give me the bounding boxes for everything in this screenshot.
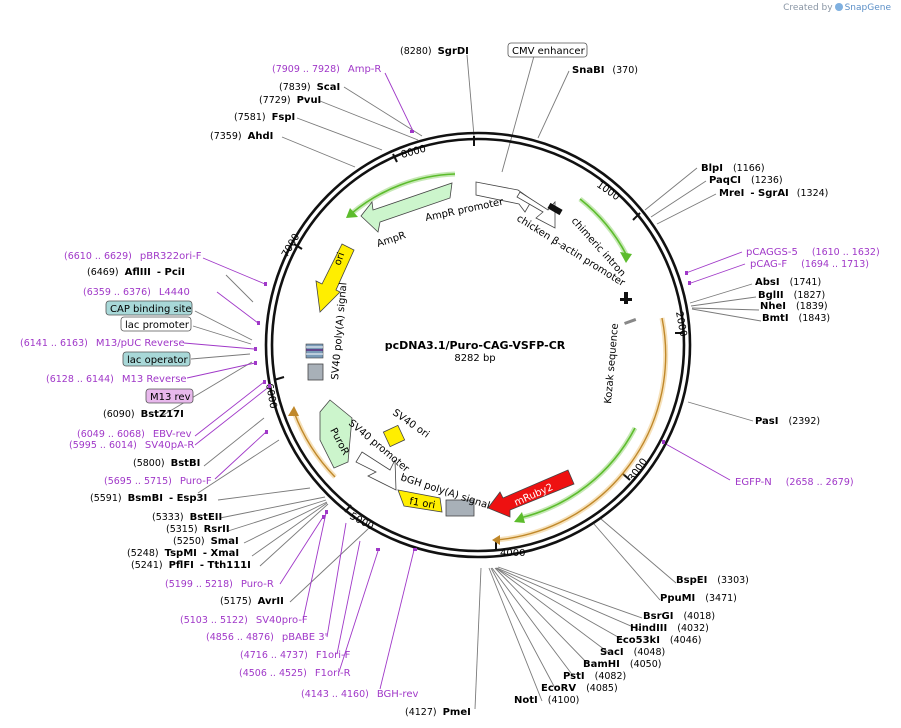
enzyme-saci: SacI(4048)	[600, 647, 665, 658]
boxed-cmv-enhancer: CMV enhancer	[512, 46, 586, 57]
enzyme-hindiii: HindIII(4032)	[630, 623, 709, 634]
primer-puro-f: (5695 .. 5715)Puro-F	[104, 476, 212, 487]
primer-m13-reverse: (6128 .. 6144)M13 Reverse	[46, 374, 187, 385]
primer-pcag-f: pCAG-F(1694 .. 1713)	[750, 259, 869, 270]
label-f1-ori: f1 ori	[408, 496, 436, 511]
enzyme-psti: PstI(4082)	[563, 671, 626, 682]
primer-sv40pro-f: (5103 .. 5122)SV40pro-F	[180, 615, 308, 626]
kozak-marker	[624, 318, 637, 325]
primer-sv40pa-r: (5995 .. 6014)SV40pA-R	[69, 440, 194, 451]
snapgene-logo-icon	[834, 3, 843, 11]
credit-prefix: Created by	[783, 3, 833, 13]
outer-arc-heads	[288, 208, 632, 545]
enzyme-rsrii: (5315)RsrII	[166, 524, 230, 535]
sv40-ori-box	[382, 424, 406, 448]
primer-ebv-rev: (6049 .. 6068)EBV-rev	[77, 429, 192, 440]
boxed-lac-promoter: lac promoter	[125, 320, 190, 331]
puror-arrow	[319, 399, 353, 469]
enzyme-scai: (7839)ScaI	[279, 82, 340, 93]
tick-4000: 4000	[500, 548, 525, 559]
backbone	[264, 131, 692, 559]
enzyme-bstz17i: (6090)BstZ17I	[103, 409, 184, 420]
label-kozak: Kozak sequence	[603, 323, 621, 404]
enzyme-nhei: NheI(1839)	[760, 301, 828, 312]
sv40-promoter-arrow	[355, 451, 397, 491]
primer-l4440: (6359 .. 6376)L4440	[83, 287, 190, 298]
label-ampr: AmpR	[376, 230, 408, 250]
intron-marker	[547, 202, 563, 216]
plasmid-title: pcDNA3.1/Puro-CAG-VSFP-CR 8282 bp	[385, 339, 566, 364]
primer-puro-r: (5199 .. 5218)Puro-R	[165, 579, 274, 590]
boxed-cap-binding-site: CAP binding site	[110, 304, 192, 315]
primer-leader-lines	[183, 72, 746, 690]
enzyme-avrii: (5175)AvrII	[220, 596, 284, 607]
enzyme-paqci: PaqCI(1236)	[709, 175, 783, 186]
mruby2-arrow	[487, 469, 575, 518]
tick-marks	[273, 136, 684, 551]
enzyme-bsrgi: BsrGI(4018)	[643, 611, 715, 622]
feature-arrows	[305, 181, 637, 518]
primer-pbr322ori-f: (6610 .. 6629)pBR322ori-F	[64, 251, 202, 262]
tick-2000: 2000	[673, 311, 688, 338]
ampr-promoter-arrow	[475, 181, 533, 213]
plasmid-name: pcDNA3.1/Puro-CAG-VSFP-CR	[385, 339, 566, 352]
enzyme-bsmbi: (5591)BsmBI- Esp3I	[90, 493, 207, 504]
enzyme-pflfi: (5241)PflFI- Tth111I	[131, 560, 251, 571]
enzyme-labels: (8280)SgrDI SnaBI(370) (7839)ScaI (7729)…	[87, 46, 830, 718]
tick-7000: 7000	[280, 232, 302, 260]
enzyme-absi: AbsI(1741)	[755, 277, 821, 288]
leader-lines	[159, 54, 762, 710]
lac-features-stack	[305, 343, 324, 359]
tick-6000: 6000	[263, 383, 278, 410]
primer-pcaggs-5: pCAGGS-5(1610 .. 1632)	[746, 247, 880, 258]
enzyme-afliii: (6469)AflIII- PciI	[87, 267, 185, 278]
outer-arcs	[291, 171, 669, 543]
boxed-lac-operator: lac operator	[127, 355, 188, 366]
enzyme-blpi: BlpI(1166)	[701, 163, 765, 174]
credit-brand: SnapGene	[844, 3, 891, 13]
enzyme-bspei: BspEI(3303)	[676, 575, 749, 586]
primer-egfp-n: EGFP-N(2658 .. 2679)	[735, 477, 854, 488]
ori-arrow	[315, 243, 355, 313]
enzyme-snabi: SnaBI(370)	[572, 65, 638, 76]
label-ori: ori	[332, 251, 347, 267]
enzyme-pasi: PasI(2392)	[755, 416, 820, 427]
primer-f1ori-r: (4506 .. 4525)F1ori-R	[239, 668, 351, 679]
enzyme-pmei: (4127)PmeI	[405, 707, 471, 718]
primer-bgh-rev: (4143 .. 4160)BGH-rev	[301, 689, 418, 700]
primer-marks	[254, 130, 691, 551]
enzyme-pvui: (7729)PvuI	[259, 95, 321, 106]
primer-m13-puc-reverse: (6141 .. 6163)M13/pUC Reverse	[20, 338, 185, 349]
enzyme-sgrdi: (8280)SgrDI	[400, 46, 469, 57]
enzyme-smai: (5250)SmaI	[173, 536, 239, 547]
boxed-labels: CMV enhancer CAP binding site lac promot…	[105, 42, 588, 404]
primer-amp-r: (7909 .. 7928)Amp-R	[272, 64, 381, 75]
enzyme-ahdi: (7359)AhdI	[210, 131, 273, 142]
enzyme-bamhi: BamHI(4050)	[583, 659, 661, 670]
enzyme-noti: NotI(4100)	[514, 695, 579, 706]
snapgene-credit: Created by SnapGene	[783, 3, 891, 13]
ampr-arrow	[360, 182, 453, 233]
boxed-m13-rev: M13 rev	[150, 392, 191, 403]
tick-1000: 1000	[594, 179, 621, 203]
enzyme-tspmi: (5248)TspMI- XmaI	[127, 548, 239, 559]
enzyme-ppumi: PpuMI(3471)	[660, 593, 737, 604]
enzyme-fspi: (7581)FspI	[234, 112, 295, 123]
primer-f1ori-f: (4716 .. 4737)F1ori-F	[240, 650, 351, 661]
enzyme-mrei: MreI- SgrAI(1324)	[719, 188, 828, 199]
enzyme-eco53ki: Eco53kI(4046)	[616, 635, 702, 646]
enzyme-bsteii: (5333)BstEII	[152, 512, 222, 523]
enzyme-bmti: BmtI(1843)	[762, 313, 830, 324]
sv40-polya-box	[307, 363, 324, 381]
enzyme-bglii: BglII(1827)	[758, 290, 825, 301]
primer-labels: (7909 .. 7928)Amp-R pCAGGS-5(1610 .. 163…	[20, 64, 880, 700]
enzyme-ecorv: EcoRV(4085)	[541, 683, 618, 694]
f1-ori-arrow	[397, 489, 443, 513]
plasmid-size: 8282 bp	[454, 353, 495, 364]
primer-pbabe-3: (4856 .. 4876)pBABE 3'	[206, 632, 327, 643]
enzyme-bstbi: (5800)BstBI	[133, 458, 200, 469]
bgh-polya-box	[445, 499, 475, 517]
